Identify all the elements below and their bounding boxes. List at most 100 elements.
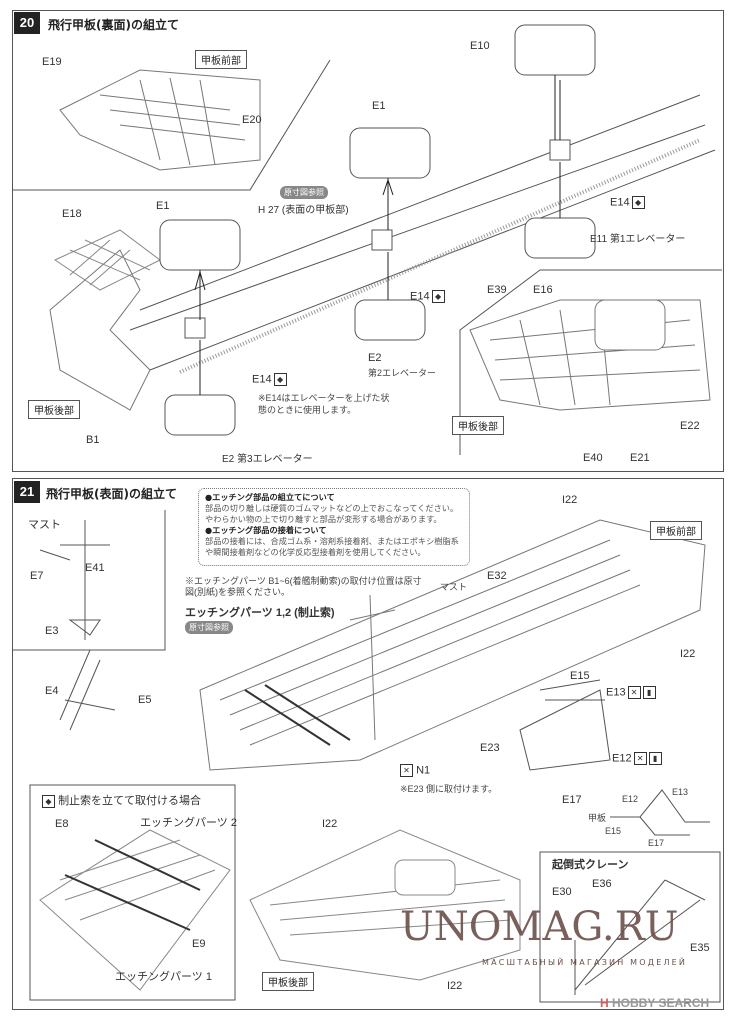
full-scale-ref-badge: 原寸図参照 (280, 186, 328, 199)
step-21-title: 飛行甲板(表面)の組立て (46, 487, 177, 501)
part-e1: E1 (156, 200, 170, 212)
part-e12: E12✕▮ (612, 752, 662, 765)
step-20-panel (12, 10, 724, 472)
part-e12-label: E12 (612, 752, 632, 765)
part-e17: E17 (562, 794, 582, 806)
part-e2: E2 第3エレベーター (222, 454, 313, 465)
cut-icon: ✕ (633, 752, 647, 765)
part-e23: E23 (480, 742, 500, 754)
rear-deck-label: 甲板後部 (28, 400, 80, 419)
elevators (159, 24, 596, 436)
part-e30: E30 (552, 886, 572, 898)
hobby-search-text: HOBBY SEARCH (612, 996, 710, 1010)
part-e14: E14◆ (252, 373, 287, 386)
part-h27: H 27 (表面の甲板部) (258, 205, 349, 216)
part-e13-label: E13 (606, 686, 626, 699)
optional-part-icon: ◆ (431, 290, 445, 303)
part-e19: E19 (42, 56, 62, 68)
step-20-number: 20 (14, 12, 40, 34)
part-i22: I22 (447, 980, 463, 992)
step-21-number: 21 (14, 481, 40, 503)
part-e1: E1 (372, 100, 386, 112)
part-i22: I22 (322, 818, 338, 830)
part-e5: E5 (138, 694, 152, 706)
hobby-search-mark: H (600, 996, 609, 1010)
watermark-brand: UNOMAG.RU (400, 904, 679, 950)
part-e9: E9 (192, 938, 206, 950)
full-scale-ref-badge: 原寸図参照 (185, 621, 233, 634)
part-e36: E36 (592, 878, 612, 890)
part-e10: E10 (470, 40, 490, 52)
part-e18: E18 (62, 208, 82, 220)
standing-wire-title: ◆ 制止索を立てて取付ける場合 (40, 792, 201, 808)
bend-icon: ▮ (648, 752, 662, 765)
part-e4: E4 (45, 685, 59, 697)
part-e15: E15 (570, 670, 590, 682)
part-e14: E14◆ (610, 196, 645, 209)
bend-icon: ▮ (642, 686, 656, 699)
standing-wire-label: 制止索を立てて取付ける場合 (58, 795, 202, 807)
etching-parts-1-2: エッチングパーツ 1,2 (制止索) (185, 607, 335, 619)
etching-b-note: ※エッチングパーツ B1~6(着艦制動索)の取付け位置は原寸図(別紙)を参照くだ… (185, 576, 422, 597)
front-deck-label: 甲板前部 (195, 50, 247, 69)
part-e16: E16 (533, 284, 553, 296)
mast-label: マスト (440, 582, 468, 592)
arrestor-wire-deck (39, 829, 231, 991)
part-n1-label: N1 (416, 764, 431, 777)
part-i22: I22 (562, 494, 578, 506)
diagram-e12: E12 (622, 794, 639, 804)
note-heading-assembly: ●エッチング部品の組立てについて (205, 492, 335, 502)
part-e14: E14◆ (410, 290, 445, 303)
part-e20: E20 (242, 114, 262, 126)
part-b1: B1 (86, 434, 100, 446)
deck-crane-parts (519, 679, 611, 771)
note-text-assembly: 部品の切り離しは硬質のゴムマットなどの上でおこなってください。やわらかい物の上で… (205, 503, 459, 524)
step-21-panel (12, 478, 724, 1010)
cut-icon: ✕ (400, 764, 413, 777)
part-e22: E22 (680, 420, 700, 432)
n1-note: ※E23 側に取付けます。 (400, 784, 498, 794)
part-e13: E13✕▮ (606, 686, 656, 699)
arrows (194, 75, 561, 395)
front-deck-underside (59, 69, 261, 171)
part-e2: E2 (368, 352, 382, 364)
part-e21: E21 (630, 452, 650, 464)
mast-drawing (39, 520, 116, 731)
part-e35: E35 (690, 942, 710, 954)
optional-part-icon: ◆ (42, 794, 55, 808)
diagram-e15: E15 (605, 826, 622, 836)
part-e40: E40 (583, 452, 603, 464)
part-e41: E41 (85, 562, 105, 574)
diagram-e13: E13 (672, 787, 689, 797)
part-i22: I22 (680, 648, 696, 660)
note-text-glue: 部品の接着には、合成ゴム系・溶剤系接着剤、またはエポキシ樹脂系や瞬間接着剤などの… (205, 536, 459, 557)
flight-deck-top (199, 519, 706, 771)
rear-deck-label: 甲板後部 (262, 972, 314, 991)
elevator-2-label: 第2エレベーター (368, 368, 437, 378)
optional-part-icon: ◆ (631, 196, 645, 209)
part-e14-label: E14 (410, 290, 430, 303)
watermark-tagline: МАСШТАБНЫЙ МАГАЗИН МОДЕЛЕЙ (482, 958, 688, 967)
rear-deck-label: 甲板後部 (452, 416, 504, 435)
step-20-title: 飛行甲板(裏面)の組立て (48, 18, 179, 32)
mast-title: マスト (28, 519, 61, 531)
etching-part-1: エッチングパーツ 1 (115, 971, 212, 983)
part-e32: E32 (487, 570, 507, 582)
part-e39: E39 (487, 284, 507, 296)
part-e14-label: E14 (610, 196, 630, 209)
part-e11: E11 第1エレベーター (590, 234, 686, 245)
optional-part-icon: ◆ (273, 373, 287, 386)
part-e8: E8 (55, 818, 69, 830)
part-e14-label: E14 (252, 373, 272, 386)
rear-deck-top (249, 829, 521, 981)
diagram-deck: 甲板 (588, 813, 607, 823)
crane-drawing (574, 879, 706, 995)
etching-part-2: エッチングパーツ 2 (140, 817, 237, 829)
part-e3: E3 (45, 625, 59, 637)
cut-icon: ✕ (627, 686, 641, 699)
etching-parts-notes: ●エッチング部品の組立てについて 部品の切り離しは硬質のゴムマットなどの上でおこ… (198, 488, 470, 566)
note-heading-glue: ●エッチング部品の接着について (205, 525, 327, 535)
rear-deck-grid-inset (469, 299, 711, 411)
front-deck-label: 甲板前部 (650, 521, 702, 540)
